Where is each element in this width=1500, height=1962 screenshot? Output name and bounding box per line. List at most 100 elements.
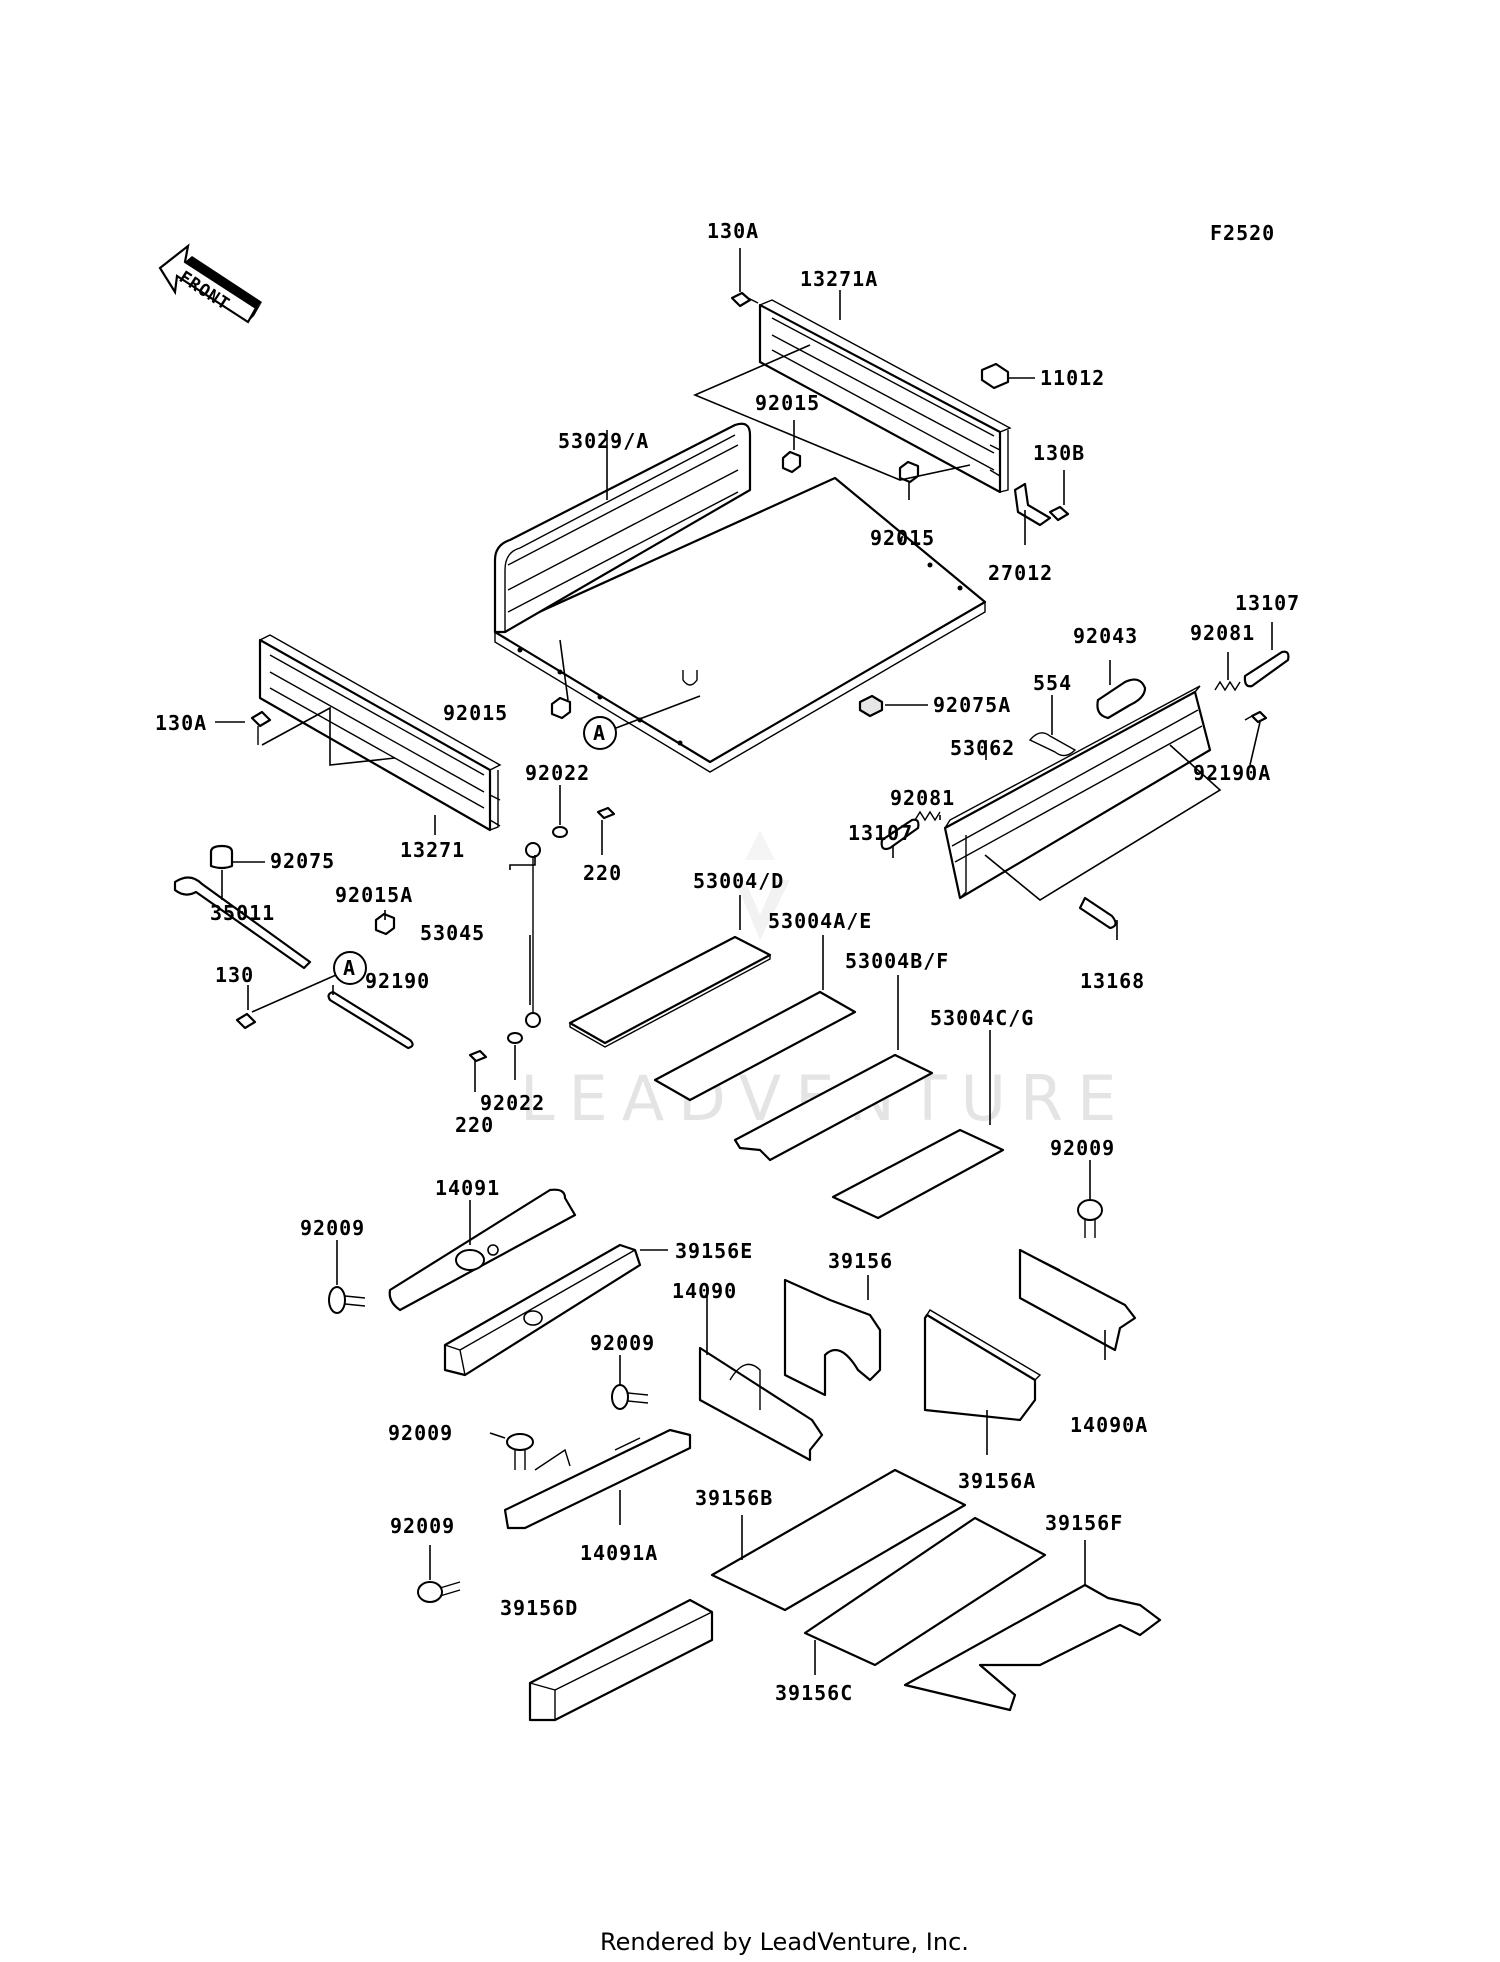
bolt-220-top xyxy=(596,806,616,820)
label-92009-a: 92009 xyxy=(300,1216,365,1240)
part-labels: 130A 13271A 11012 92015 130B 53029/A 920… xyxy=(155,219,1300,1705)
label-39156F: 39156F xyxy=(1045,1511,1123,1535)
pad-39156 xyxy=(783,1278,882,1397)
label-53004BF: 53004B/F xyxy=(845,949,949,973)
label-92081-b: 92081 xyxy=(890,786,955,810)
pad-39156A xyxy=(923,1309,1042,1422)
label-92015-a: 92015 xyxy=(755,391,820,415)
bolt-130B xyxy=(1048,505,1070,522)
mat-53004D xyxy=(568,935,772,1048)
spring-92081-bottom xyxy=(914,810,941,822)
pad-39156B xyxy=(710,1468,967,1612)
label-53004CG: 53004C/G xyxy=(930,1006,1034,1030)
label-92009-b: 92009 xyxy=(1050,1136,1115,1160)
label-53004AE: 53004A/E xyxy=(768,909,872,933)
label-27012: 27012 xyxy=(988,561,1053,585)
label-92075: 92075 xyxy=(270,849,335,873)
label-39156D: 39156D xyxy=(500,1596,578,1620)
label-92015-c: 92015 xyxy=(443,701,508,725)
washer-92022-bottom xyxy=(507,1032,523,1044)
label-39156A: 39156A xyxy=(958,1469,1036,1493)
label-92075A: 92075A xyxy=(933,693,1011,717)
bolt-130A-top xyxy=(730,291,759,308)
nut-92015-bottom xyxy=(550,696,572,720)
pad-39156E xyxy=(443,1243,642,1377)
leader-lines xyxy=(215,248,1273,1675)
label-92009-c: 92009 xyxy=(590,1331,655,1355)
pin-13107-top xyxy=(1243,650,1290,688)
cushion-92075A xyxy=(858,694,884,718)
bolt-220-bottom xyxy=(468,1049,488,1063)
spring-92081-top xyxy=(1214,680,1241,692)
bolt-92009-e xyxy=(417,1581,461,1603)
label-92081-a: 92081 xyxy=(1190,621,1255,645)
label-39156E: 39156E xyxy=(675,1239,753,1263)
label-92043: 92043 xyxy=(1073,624,1138,648)
label-14091A: 14091A xyxy=(580,1541,658,1565)
label-53004D: 53004/D xyxy=(693,869,784,893)
label-14091: 14091 xyxy=(435,1176,500,1200)
label-130A-top: 130A xyxy=(707,219,759,243)
cushion-92075 xyxy=(209,844,234,870)
pad-39156C xyxy=(803,1516,1047,1667)
front-arrow-icon: FRONT xyxy=(158,243,262,324)
label-13271: 13271 xyxy=(400,838,465,862)
label-53062: 53062 xyxy=(950,736,1015,760)
label-39156B: 39156B xyxy=(695,1486,773,1510)
front-guard-53029A xyxy=(493,422,752,634)
cover-14090 xyxy=(698,1346,824,1462)
label-11012: 11012 xyxy=(1040,366,1105,390)
label-35011: 35011 xyxy=(210,901,275,925)
label-554: 554 xyxy=(1033,671,1072,695)
label-14090A: 14090A xyxy=(1070,1413,1148,1437)
label-53029A: 53029/A xyxy=(558,429,649,453)
callout-a-bottom-label: A xyxy=(343,956,356,980)
rod-53045 xyxy=(525,842,541,1028)
label-39156C: 39156C xyxy=(775,1681,853,1705)
label-39156: 39156 xyxy=(828,1249,893,1273)
label-92190: 92190 xyxy=(365,969,430,993)
label-92009-d: 92009 xyxy=(388,1421,453,1445)
pin-13168 xyxy=(1078,896,1117,930)
pad-39156D xyxy=(528,1598,714,1722)
nut-92015A xyxy=(374,912,396,936)
label-14090: 14090 xyxy=(672,1279,737,1303)
label-92009-e: 92009 xyxy=(390,1514,455,1538)
pad-39156F xyxy=(903,1583,1162,1712)
bolt-130A-left xyxy=(250,710,272,745)
label-130: 130 xyxy=(215,963,254,987)
side-panel-13271A xyxy=(758,299,1012,494)
label-130A-left: 130A xyxy=(155,711,207,735)
pin-92190A xyxy=(1244,710,1268,724)
figure-code: F2520 xyxy=(1210,221,1275,245)
clip-554 xyxy=(1028,732,1077,757)
bolt-92009-a xyxy=(328,1286,366,1314)
washer-92022-top xyxy=(552,826,568,838)
label-53045: 53045 xyxy=(420,921,485,945)
side-panel-13271 xyxy=(258,634,502,832)
label-130B: 130B xyxy=(1033,441,1085,465)
callout-a-top xyxy=(583,716,617,750)
callout-a-bottom xyxy=(333,951,367,985)
lever-35011 xyxy=(173,876,312,970)
cap-11012 xyxy=(980,362,1010,390)
label-92022-b: 92022 xyxy=(480,1091,545,1115)
bracket-27012 xyxy=(1013,482,1052,527)
bolt-130 xyxy=(235,1012,257,1030)
mat-53004CG xyxy=(831,1128,1005,1220)
label-92015A: 92015A xyxy=(335,883,413,907)
mat-53004BF xyxy=(733,1053,934,1162)
tailgate-53062 xyxy=(943,685,1212,900)
label-13107-a: 13107 xyxy=(1235,591,1300,615)
label-220-b: 220 xyxy=(455,1113,494,1137)
label-92190A: 92190A xyxy=(1193,761,1271,785)
label-92022-a: 92022 xyxy=(525,761,590,785)
footer-credit: Rendered by LeadVenture, Inc. xyxy=(600,1928,969,1956)
bolt-92009-c xyxy=(611,1384,649,1410)
mat-53004AE xyxy=(653,990,857,1102)
label-13168: 13168 xyxy=(1080,969,1145,993)
bolt-92009-b xyxy=(1077,1199,1103,1238)
pin-92043 xyxy=(1096,678,1147,720)
watermark-logo-icon xyxy=(735,830,790,940)
